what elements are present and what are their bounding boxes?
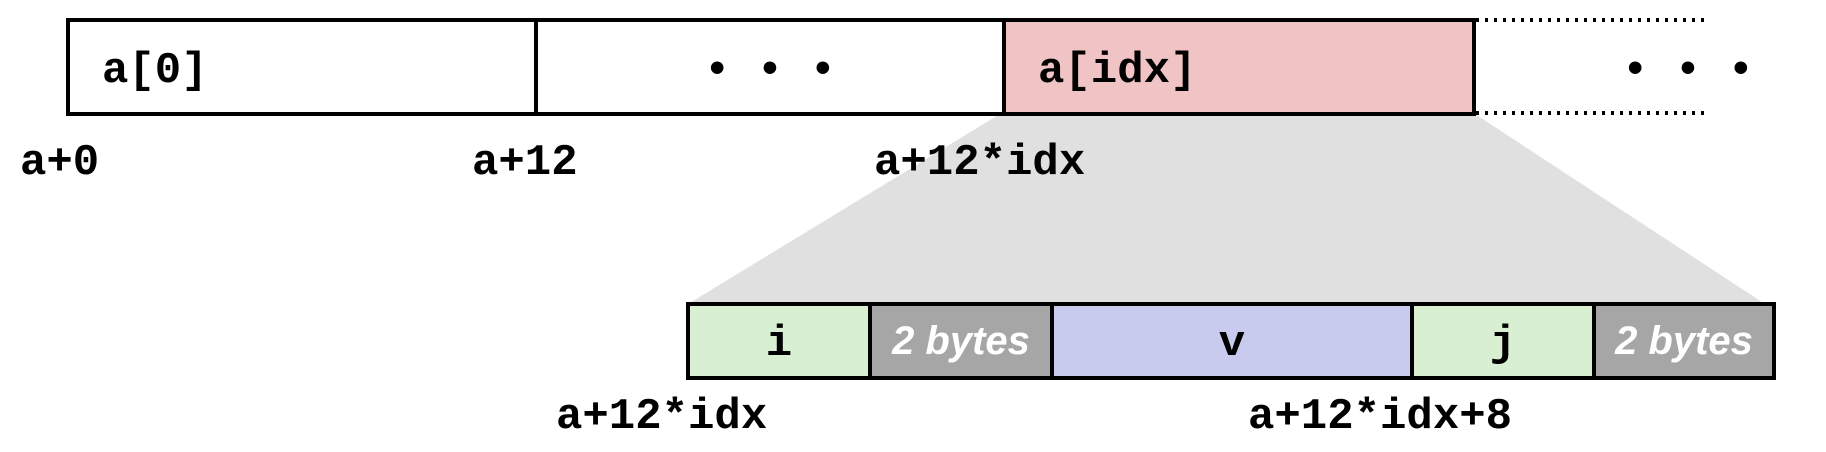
array-cell-a-idx — [1002, 18, 1476, 116]
array-cell-a0 — [66, 18, 538, 116]
struct-label-j: j — [1490, 319, 1516, 369]
address-label-a12: a+12 — [472, 138, 578, 188]
struct-address-label-plus8: a+12*idx+8 — [1248, 392, 1512, 442]
struct-label-i: i — [766, 319, 792, 369]
trailing-ellipsis: • • • — [1622, 46, 1754, 96]
struct-field-v — [1050, 302, 1414, 380]
cell-label-a-idx: a[idx] — [1038, 46, 1196, 96]
struct-field-j — [1410, 302, 1596, 380]
struct-padding-1 — [868, 302, 1054, 380]
struct-address-label-start: a+12*idx — [556, 392, 767, 442]
address-label-a0: a+0 — [20, 138, 99, 188]
array-cell-ellipsis — [534, 18, 1006, 116]
struct-label-v: v — [1219, 319, 1245, 369]
struct-padding-2 — [1592, 302, 1776, 380]
address-label-a12-idx: a+12*idx — [874, 138, 1085, 188]
struct-field-i — [686, 302, 872, 380]
cell-label-ellipsis: • • • — [704, 46, 836, 96]
struct-label-padding-2: 2 bytes — [1614, 319, 1753, 363]
cell-label-a0: a[0] — [102, 46, 208, 96]
zoom-projection — [688, 114, 1765, 304]
struct-label-padding-1: 2 bytes — [891, 319, 1030, 363]
